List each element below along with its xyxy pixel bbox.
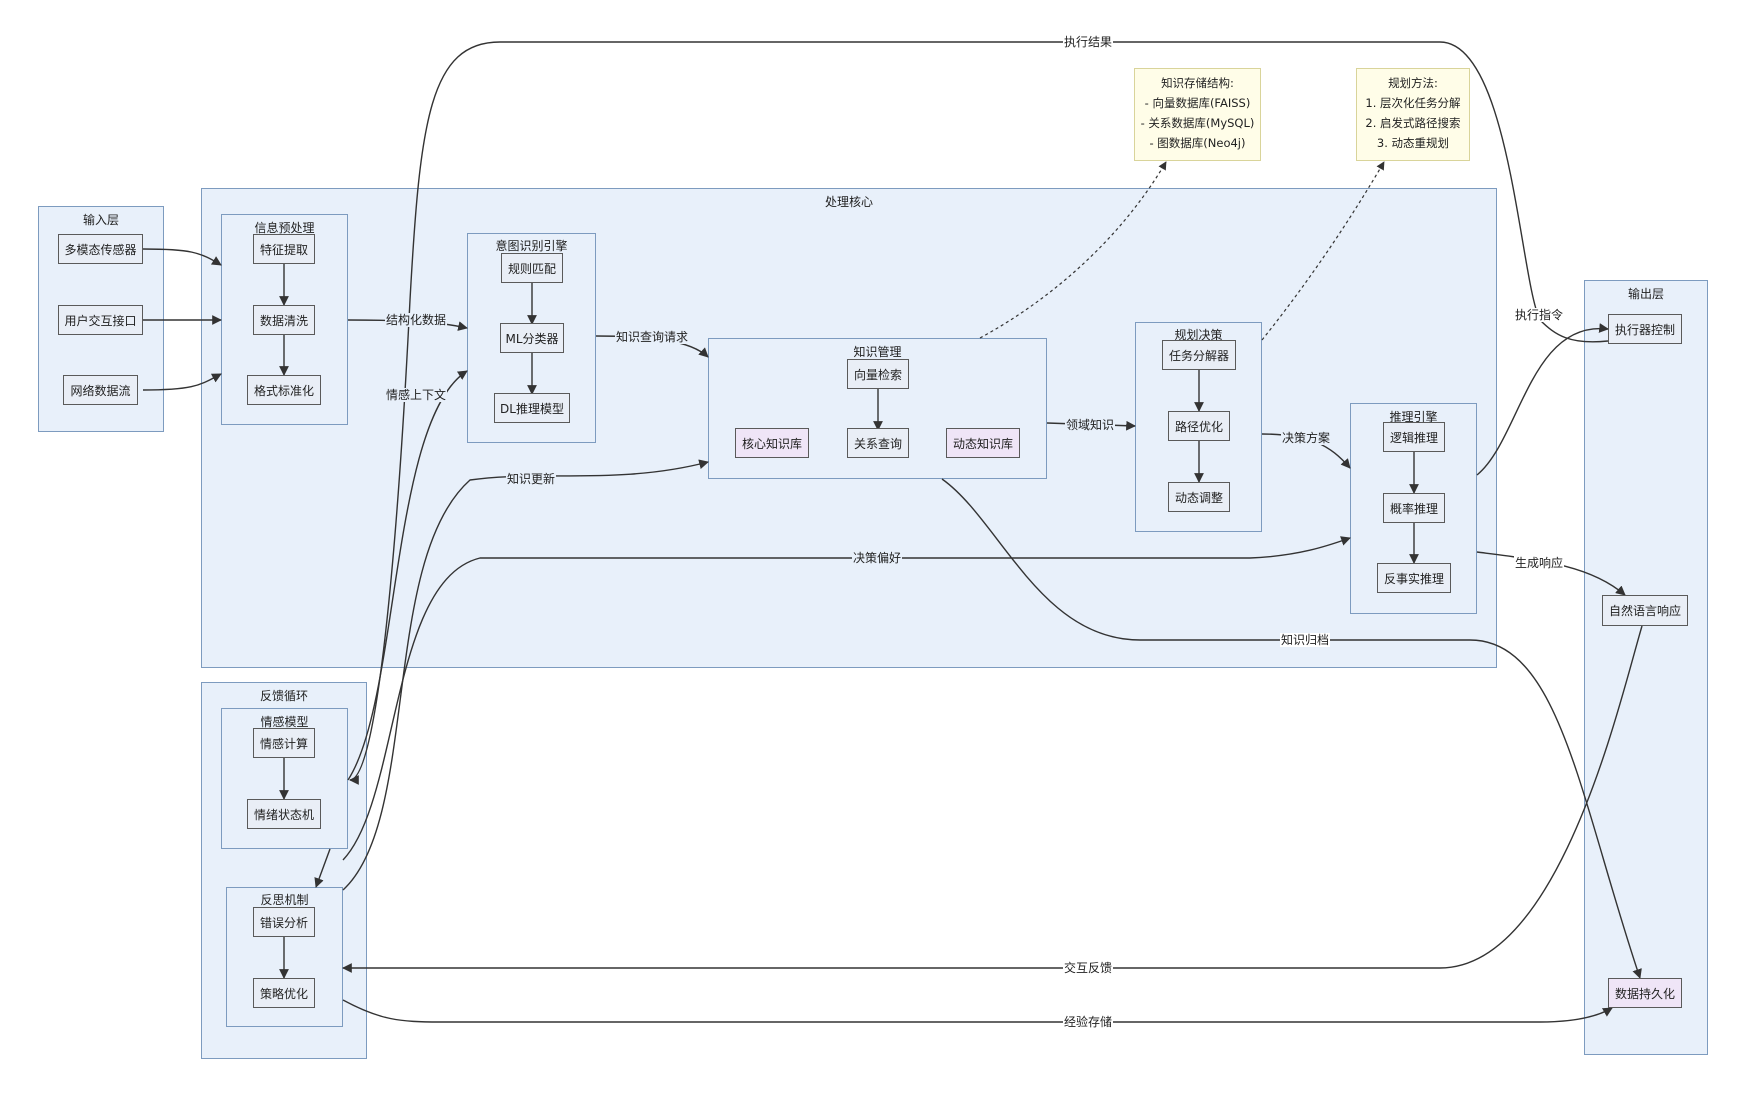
edge-knowledge-archive [941,478,1642,979]
label-generate-response: 生成响应 [1513,556,1565,570]
note-line: - 向量数据库(FAISS) [1144,96,1251,110]
edge-decision-preference [342,536,1351,861]
node-network-stream[interactable]: 网络数据流 [63,375,138,405]
node-multimodal-sensor[interactable]: 多模态传感器 [58,234,143,264]
node-data-persist[interactable]: 数据持久化 [1608,978,1682,1008]
node-counterfactual[interactable]: 反事实推理 [1377,563,1451,593]
node-dynamic-adjust[interactable]: 动态调整 [1168,482,1230,512]
node-data-cleaning[interactable]: 数据清洗 [253,305,315,335]
edge-emotion-to-reflection [314,848,331,888]
label-structured-data: 结构化数据 [384,313,448,327]
group-title: 输入层 [82,213,119,227]
note-knowledge-storage: 知识存储结构: - 向量数据库(FAISS) - 关系数据库(MySQL) - … [1134,68,1261,161]
group-title: 输出层 [1627,287,1664,301]
subgroup-title: 信息预处理 [254,221,315,235]
note-line: 规划方法: [1388,76,1438,90]
group-title: 处理核心 [824,195,873,209]
label-experience-storage: 经验存储 [1062,1015,1114,1029]
label-emotion-context: 情感上下文 [384,388,448,402]
node-path-optimize[interactable]: 路径优化 [1168,411,1230,441]
edge-experience-storage [342,999,1613,1023]
subgroup-title: 反思机制 [260,893,309,907]
node-logic-reasoning[interactable]: 逻辑推理 [1383,422,1445,452]
subgroup-title: 意图识别引擎 [495,239,568,253]
node-emotion-state[interactable]: 情绪状态机 [247,799,321,829]
label-knowledge-update: 知识更新 [505,472,557,486]
edge-knowledge-update [342,459,709,891]
note-line: 2. 启发式路径搜索 [1365,116,1461,130]
node-relation-query[interactable]: 关系查询 [847,428,909,458]
subgroup-title: 知识管理 [853,345,902,359]
label-knowledge-archive: 知识归档 [1279,633,1331,647]
label-exec-result: 执行结果 [1062,35,1114,49]
edge-sensor-to-preprocess [142,248,222,266]
node-prob-reasoning[interactable]: 概率推理 [1383,493,1445,523]
edge-net-to-preprocess [142,373,222,391]
group-output-layer: 输出层 [1584,280,1708,1055]
subgroup-title: 情感模型 [260,715,309,729]
node-format-normalize[interactable]: 格式标准化 [247,375,321,405]
node-task-decomposer[interactable]: 任务分解器 [1162,340,1236,370]
node-feature-extraction[interactable]: 特征提取 [253,234,315,264]
node-core-kb[interactable]: 核心知识库 [735,428,809,458]
label-decision-plan: 决策方案 [1280,431,1332,445]
edge-interactive-feedback [342,625,1643,973]
subgroup-title: 规划决策 [1174,328,1223,342]
subgroup-title: 推理引擎 [1389,410,1438,424]
note-line: 知识存储结构: [1161,76,1234,90]
node-rule-matching[interactable]: 规则匹配 [501,253,563,283]
node-ml-classifier[interactable]: ML分类器 [500,323,564,353]
note-line: 3. 动态重规划 [1376,136,1450,150]
label-decision-preference: 决策偏好 [851,551,903,565]
note-line: - 图数据库(Neo4j) [1149,136,1246,150]
label-knowledge-query: 知识查询请求 [614,330,690,344]
node-vector-search[interactable]: 向量检索 [847,359,909,389]
edge-exec-cmd [1476,323,1609,476]
edge-dotted-storage-note [979,161,1167,339]
note-planning-methods: 规划方法: 1. 层次化任务分解 2. 启发式路径搜索 3. 动态重规划 [1356,68,1470,161]
group-title: 反馈循环 [259,689,308,703]
node-error-analysis[interactable]: 错误分析 [253,907,315,937]
node-dl-model[interactable]: DL推理模型 [494,393,570,423]
label-interactive-feedback: 交互反馈 [1062,961,1114,975]
node-user-interface[interactable]: 用户交互接口 [58,305,143,335]
note-line: 1. 层次化任务分解 [1365,96,1461,110]
edge-emotion-context [347,370,468,781]
note-line: - 关系数据库(MySQL) [1140,116,1255,130]
edge-dotted-planning-note [1261,161,1385,341]
node-executor-control[interactable]: 执行器控制 [1608,314,1682,344]
node-strategy-optimize[interactable]: 策略优化 [253,978,315,1008]
label-exec-command: 执行指令 [1513,308,1565,322]
node-dynamic-kb[interactable]: 动态知识库 [946,428,1020,458]
node-emotion-compute[interactable]: 情感计算 [253,728,315,758]
node-nl-response[interactable]: 自然语言响应 [1602,595,1688,626]
label-domain-knowledge: 领域知识 [1064,418,1116,432]
